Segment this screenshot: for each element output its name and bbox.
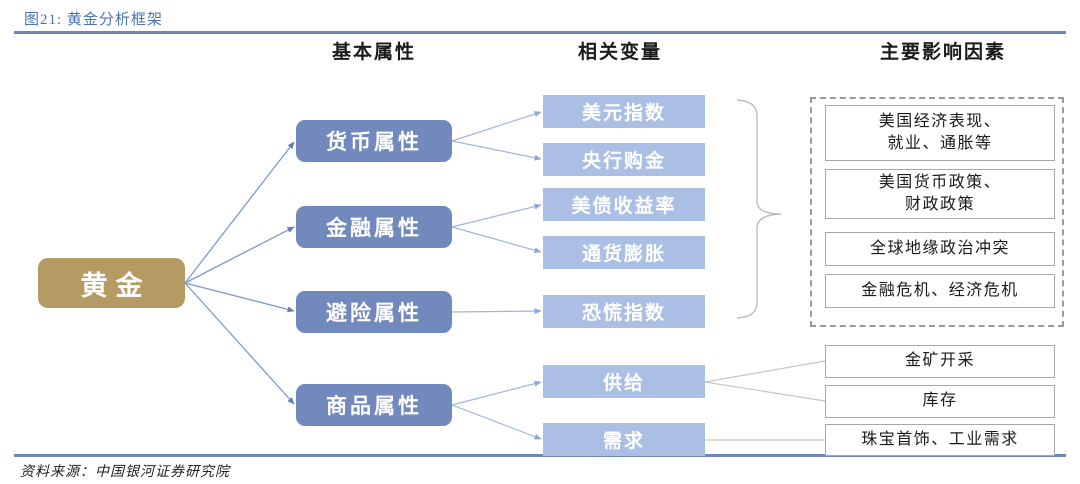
node-demand: 需求 xyxy=(543,423,705,456)
node-commodity-attribute: 商品属性 xyxy=(296,384,452,426)
factor-us-monetary-fiscal-policy: 美国货币政策、 财政政策 xyxy=(825,169,1055,219)
node-central-bank-gold-buying: 央行购金 xyxy=(543,143,705,176)
node-currency-attribute: 货币属性 xyxy=(296,120,452,162)
node-inflation: 通货膨胀 xyxy=(543,236,705,269)
node-financial-attribute: 金融属性 xyxy=(296,206,452,248)
node-gold: 黄金 xyxy=(38,258,185,308)
node-safe-haven-attribute: 避险属性 xyxy=(296,291,452,333)
factor-us-economy-employment-inflation: 美国经济表现、 就业、通胀等 xyxy=(825,105,1055,161)
column-header-main-factors: 主要影响因素 xyxy=(879,42,1006,63)
column-header-basic-attributes: 基本属性 xyxy=(331,42,416,63)
factor-geopolitical-conflict: 全球地缘政治冲突 xyxy=(825,232,1055,266)
column-header-related-variables: 相关变量 xyxy=(577,42,662,63)
node-usd-index: 美元指数 xyxy=(543,95,705,128)
root-to-attribute-arrows xyxy=(184,141,295,405)
supply-demand-lines xyxy=(704,360,826,441)
node-supply: 供给 xyxy=(543,365,705,398)
factor-jewelry-industrial-demand: 珠宝首饰、工业需求 xyxy=(825,424,1055,456)
data-source: 资料来源：中国银河证券研究院 xyxy=(20,465,230,480)
figure-title: 图21: 黄金分析框架 xyxy=(24,12,163,28)
node-us-treasury-yield: 美债收益率 xyxy=(543,188,705,221)
node-fear-index: 恐慌指数 xyxy=(543,295,705,328)
macro-factors-group xyxy=(810,97,1064,327)
factor-financial-economic-crisis: 金融危机、经济危机 xyxy=(825,274,1055,308)
factor-inventory: 库存 xyxy=(825,385,1055,418)
attribute-to-variable-arrows xyxy=(451,111,542,440)
top-rule xyxy=(14,31,1066,34)
bottom-rule xyxy=(14,454,1066,457)
brace xyxy=(736,99,782,319)
factor-gold-mining: 金矿开采 xyxy=(825,345,1055,378)
